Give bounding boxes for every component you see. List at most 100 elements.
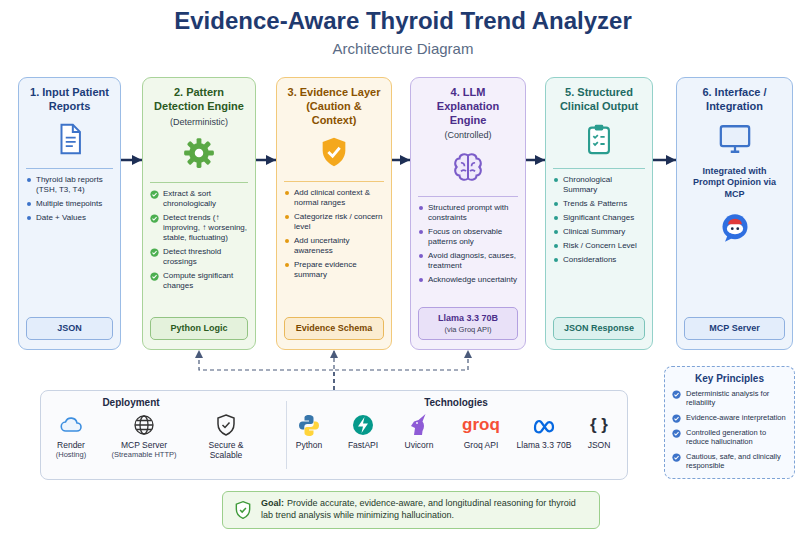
deployment-panel: DeploymentRender(Hosting)MCP Server(Stre… <box>40 390 628 480</box>
bullet-text: Detect threshold crossings <box>163 247 248 267</box>
bullet-dot <box>554 258 558 262</box>
column-heading: 4. LLM Explanation Engine <box>418 86 518 127</box>
bullet-list: Structured prompt with constraintsFocus … <box>418 196 518 289</box>
icon <box>317 135 351 169</box>
principle-row: Cautious, safe, and clinically responsib… <box>672 452 787 471</box>
connector <box>256 159 276 162</box>
logo-mark: { } <box>590 413 608 437</box>
column-heading: 6. Interface / Integration <box>684 86 785 114</box>
diagram-title: Evidence-Aware Thyroid Trend Analyzer <box>0 7 806 35</box>
bullet-dot <box>419 254 423 258</box>
connector <box>334 350 468 390</box>
bullet-row: Extract & sort chronologically <box>150 189 248 209</box>
bullet-row: Risk / Concern Level <box>553 241 645 251</box>
principles-heading: Key Principles <box>672 373 787 384</box>
tech-item: Render(Hosting) <box>43 413 99 459</box>
tech-tag: JSON <box>26 317 113 340</box>
bullet-row: Focus on observable patterns only <box>418 227 518 247</box>
connector <box>392 159 410 162</box>
bullet-text: Chronological Summary <box>563 175 645 195</box>
bullet-row: Clinical Summary <box>553 227 645 237</box>
bullet-row: Prepare evidence summary <box>284 260 384 280</box>
stage-column: 5. Structured Clinical OutputChronologic… <box>545 77 653 350</box>
column-heading: 3. Evidence Layer (Caution & Context) <box>284 86 384 127</box>
goal-text: Goal:Provide accurate, evidence-aware, a… <box>261 498 589 521</box>
tech-label: (Hosting) <box>56 450 86 459</box>
bullet-text: Compute significant changes <box>163 271 248 291</box>
bullet-row: Compute significant changes <box>150 271 248 291</box>
tech-label: FastAPI <box>348 440 378 450</box>
bullet-dot <box>285 215 289 219</box>
icon <box>182 136 216 170</box>
bullet-text: Multiple timepoints <box>36 199 102 209</box>
icon <box>351 413 375 437</box>
bullet-list: Extract & sort chronologicallyDetect tre… <box>150 182 248 295</box>
icon <box>532 413 556 437</box>
icon <box>672 429 681 438</box>
tech-label: (Streamable HTTP) <box>111 450 176 459</box>
bullet-text: Risk / Concern Level <box>563 241 637 251</box>
bullet-row: Detect trends (↑ improving, ↑ worsening,… <box>150 213 248 243</box>
goal-body: Provide accurate, evidence-aware, and lo… <box>261 498 576 520</box>
tech-item: groqGroq API <box>451 413 511 450</box>
tag-text: Llama 3.3 70B <box>423 313 513 324</box>
tech-label: Render <box>57 440 85 450</box>
bullet-row: Detect threshold crossings <box>150 247 248 267</box>
bullet-row: Add clinical context & normal ranges <box>284 188 384 208</box>
icon <box>150 214 159 223</box>
tech-label: Uvicorn <box>405 440 434 450</box>
bullet-text: Extract & sort chronologically <box>163 189 248 209</box>
principle-row: Controlled generation to reduce hallucin… <box>672 428 787 447</box>
bullet-dot <box>554 230 558 234</box>
icon <box>451 150 485 184</box>
tech-item: Deployment <box>71 397 191 408</box>
bullet-text: Structured prompt with constraints <box>428 203 518 223</box>
bullet-text: Considerations <box>563 255 616 265</box>
bullet-text: Significant Changes <box>563 213 634 223</box>
column-heading: 2. Pattern Detection Engine <box>150 86 248 114</box>
icon <box>582 122 616 156</box>
bullet-row: Considerations <box>553 255 645 265</box>
tech-tag: MCP Server <box>684 317 785 340</box>
tech-item: Uvicorn <box>394 413 444 450</box>
bullet-dot <box>285 263 289 267</box>
goal-label: Goal: <box>261 498 284 508</box>
bullet-text: Date + Values <box>36 213 86 223</box>
panel-heading: Technologies <box>424 397 488 408</box>
stage-column: 4. LLM Explanation Engine(Controlled)Str… <box>410 77 526 350</box>
icon <box>150 272 159 281</box>
bullet-text: Add uncertainty awareness <box>294 236 384 256</box>
tag-text: Evidence Schema <box>289 323 379 334</box>
tech-item: Technologies <box>386 397 526 408</box>
bullet-dot <box>285 191 289 195</box>
bullet-row: Add uncertainty awareness <box>284 236 384 256</box>
bullet-row: Thyroid lab reports (TSH, T3, T4) <box>26 175 113 195</box>
tech-tag: JSON Response <box>553 317 645 340</box>
bullet-text: Acknowledge uncertainty <box>428 275 517 285</box>
tech-label: JSON <box>588 440 611 450</box>
bullet-dot <box>27 202 31 206</box>
icon <box>407 413 431 437</box>
stage-column: 2. Pattern Detection Engine(Deterministi… <box>142 77 256 350</box>
bullet-list: Thyroid lab reports (TSH, T3, T4) Multipl… <box>26 168 113 227</box>
bullet-row: Avoid diagnosis, causes, treatment <box>418 251 518 271</box>
icon <box>297 413 321 437</box>
bullet-text: Detect trends (↑ improving, ↑ worsening,… <box>163 213 248 243</box>
column-heading: 1. Input Patient Reports <box>26 86 113 114</box>
icon <box>59 413 83 437</box>
principle-row: Deterministic analysis for reliability <box>672 389 787 408</box>
principle-text: Cautious, safe, and clinically responsib… <box>686 452 787 471</box>
tag-text: JSON Response <box>558 323 640 334</box>
bullet-row: Acknowledge uncertainty <box>418 275 518 285</box>
tech-tag: Llama 3.3 70B(via Groq API) <box>418 307 518 340</box>
bullet-list: Chronological SummaryTrends & PatternsSi… <box>553 168 645 269</box>
bullet-text: Focus on observable patterns only <box>428 227 518 247</box>
tag-text: Python Logic <box>155 323 243 334</box>
principles-box: Key PrinciplesDeterministic analysis for… <box>664 366 795 479</box>
column-heading: 5. Structured Clinical Output <box>553 86 645 114</box>
bullet-dot <box>419 206 423 210</box>
tech-item: FastAPI <box>338 413 388 450</box>
tech-label: Llama 3.3 70B <box>517 440 572 450</box>
bullet-text: Prepare evidence summary <box>294 260 384 280</box>
bullet-dot <box>285 239 289 243</box>
